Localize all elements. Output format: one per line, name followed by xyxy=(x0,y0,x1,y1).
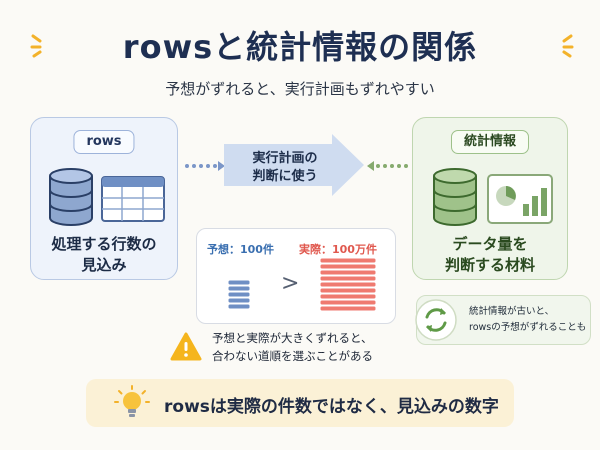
predicted-label: 予想：100件 xyxy=(207,243,274,256)
actual-stack-icon xyxy=(319,257,377,312)
page-title: rowsと統計情報の関係 xyxy=(122,28,478,66)
big-arrow xyxy=(224,134,364,196)
note-text: 統計情報が古いと、 rowsの予想がずれることも xyxy=(469,306,587,333)
database-icon xyxy=(433,168,477,226)
dotted-arrow-left xyxy=(367,161,408,171)
banner-text: rowsは実際の件数ではなく、見込みの数字 xyxy=(164,397,499,417)
stats-description: データ量を 判断する材料 xyxy=(444,235,535,274)
dotted-arrow-right xyxy=(185,161,225,171)
summary-banner: rowsは実際の件数ではなく、見込みの数字 xyxy=(86,379,514,427)
rows-card: rows 処理する行数の 見込み xyxy=(30,117,178,280)
rows-pill: rows xyxy=(73,130,135,154)
arrow-label: 実行計画の 判断に使う xyxy=(252,151,318,184)
table-icon xyxy=(101,176,165,222)
sparkle-icon xyxy=(30,34,42,58)
lightbulb-icon xyxy=(114,385,150,417)
predicted-stack-icon xyxy=(227,279,251,310)
actual-label: 実際：100万件 xyxy=(299,243,377,256)
rows-description: 処理する行数の 見込み xyxy=(51,235,157,274)
stats-chart-icon xyxy=(487,174,553,224)
warning-icon xyxy=(170,332,202,361)
sparkle-icon xyxy=(562,34,574,58)
greater-than-sign: > xyxy=(281,271,300,296)
stats-pill: 統計情報 xyxy=(450,130,530,154)
comparison-panel: 予想：100件 実際：100万件 > xyxy=(196,228,396,324)
refresh-icon xyxy=(415,299,457,341)
stats-card: 統計情報 データ量を 判断する材料 xyxy=(412,117,568,280)
warning-text: 予想と実際が大きくずれると、 合わない道順を選ぶことがある xyxy=(212,331,373,363)
database-icon xyxy=(49,168,93,226)
page-subtitle: 予想がずれると、実行計画もずれやすい xyxy=(165,80,435,98)
